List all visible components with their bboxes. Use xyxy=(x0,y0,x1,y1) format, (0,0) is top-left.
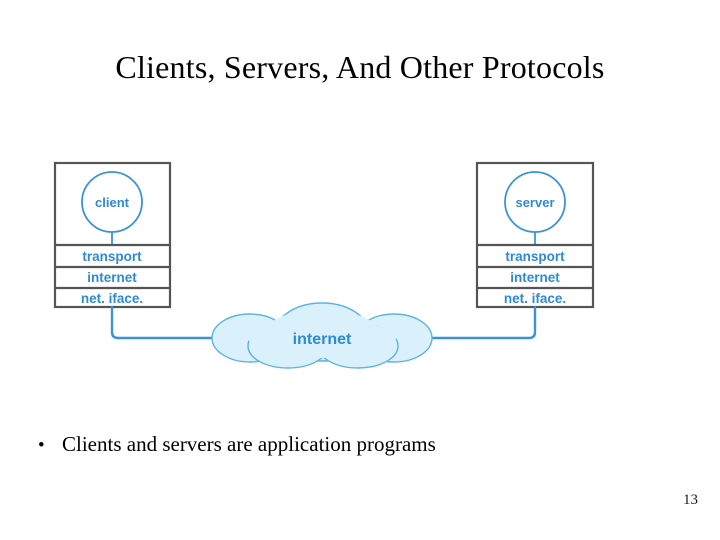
server-band-label-net-iface: net. iface. xyxy=(504,291,566,306)
client-node-label: client xyxy=(95,195,130,210)
cloud-label: internet xyxy=(293,331,352,348)
client-band-label-transport: transport xyxy=(82,249,142,264)
bullet-list: • Clients and servers are application pr… xyxy=(32,432,672,457)
client-band-label-net-iface: net. iface. xyxy=(81,291,143,306)
bullet-marker-icon: • xyxy=(38,435,45,456)
link-server-to-internet xyxy=(422,305,537,340)
cloud-core-fill-upper xyxy=(264,310,380,358)
server-stack: server transport internet net. iface. xyxy=(475,161,595,309)
client-stack: client transport internet net. iface. xyxy=(53,161,172,309)
network-diagram: client transport internet net. iface. se… xyxy=(0,150,720,380)
page-number: 13 xyxy=(683,492,698,508)
bullet-text: Clients and servers are application prog… xyxy=(62,432,436,456)
page-title: Clients, Servers, And Other Protocols xyxy=(115,49,605,85)
diagram-canvas: client transport internet net. iface. se… xyxy=(53,161,595,369)
server-band-label-transport: transport xyxy=(505,249,565,264)
server-node-label: server xyxy=(515,195,554,210)
client-band-label-internet: internet xyxy=(87,270,137,285)
list-item: • Clients and servers are application pr… xyxy=(32,432,672,457)
link-client-to-internet xyxy=(110,305,224,340)
server-band-label-internet: internet xyxy=(510,270,560,285)
internet-cloud: internet xyxy=(211,302,433,369)
